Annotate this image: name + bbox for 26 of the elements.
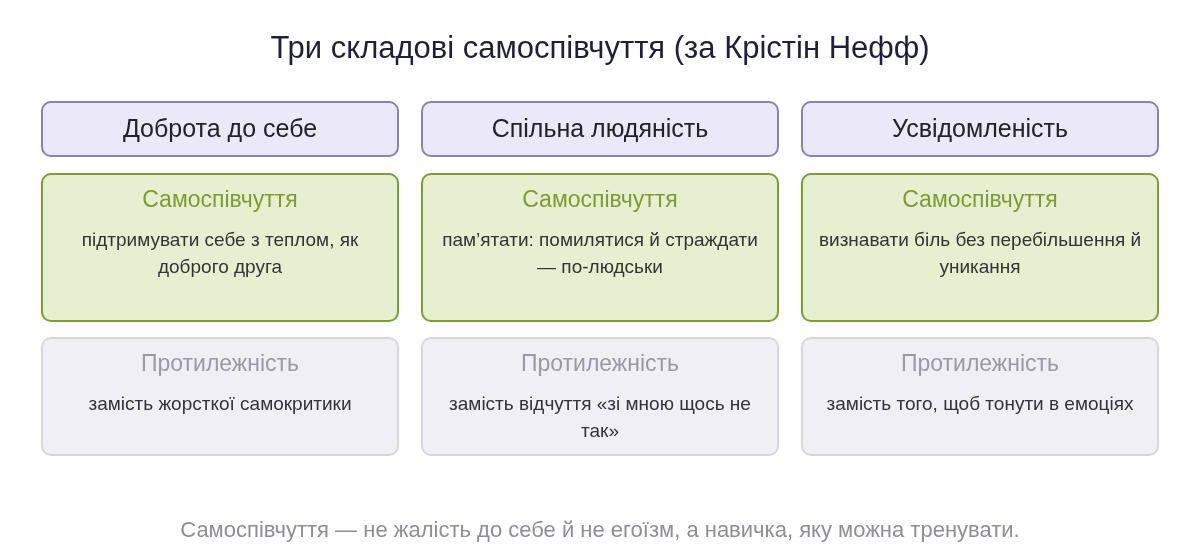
diagram-title: Три складові самоспівчуття (за Крістін Нефф) [270,30,930,65]
card-heading: Самоспівчуття [522,185,678,214]
card-description: замість жорсткої самокритики [88,392,352,416]
card-heading: Протилежність [900,349,1060,378]
card-description: замість того, щоб тонути в емоціях [826,392,1134,416]
category-label: Усвідомленість [891,113,1069,144]
category-box [801,101,1159,157]
card-description: пам’ятати: помилятися й страждати — по-людськи [441,228,759,279]
category-box [421,101,779,157]
category-label: Спільна людяність [491,113,709,144]
card-description: визнавати біль без перебільшення й уникання [817,228,1143,279]
practice-card [801,173,1159,322]
opposite-card [421,337,779,456]
card-heading: Протилежність [520,349,680,378]
card-heading: Самоспівчуття [902,185,1058,214]
opposite-card [41,337,399,456]
diagram-caption: Самоспівчуття — не жалість до себе й не егоїзм, а навичка, яку можна тренувати. [180,517,1020,542]
category-label: Доброта до себе [122,113,318,144]
card-heading: Протилежність [140,349,300,378]
card-description: підтримувати себе з теплом, як доброго друга [80,228,360,279]
card-heading: Самоспівчуття [142,185,298,214]
opposite-card [801,337,1159,456]
practice-card [421,173,779,322]
practice-card [41,173,399,322]
category-box [41,101,399,157]
card-description: замість відчуття «зі мною щось не так» [448,392,752,443]
